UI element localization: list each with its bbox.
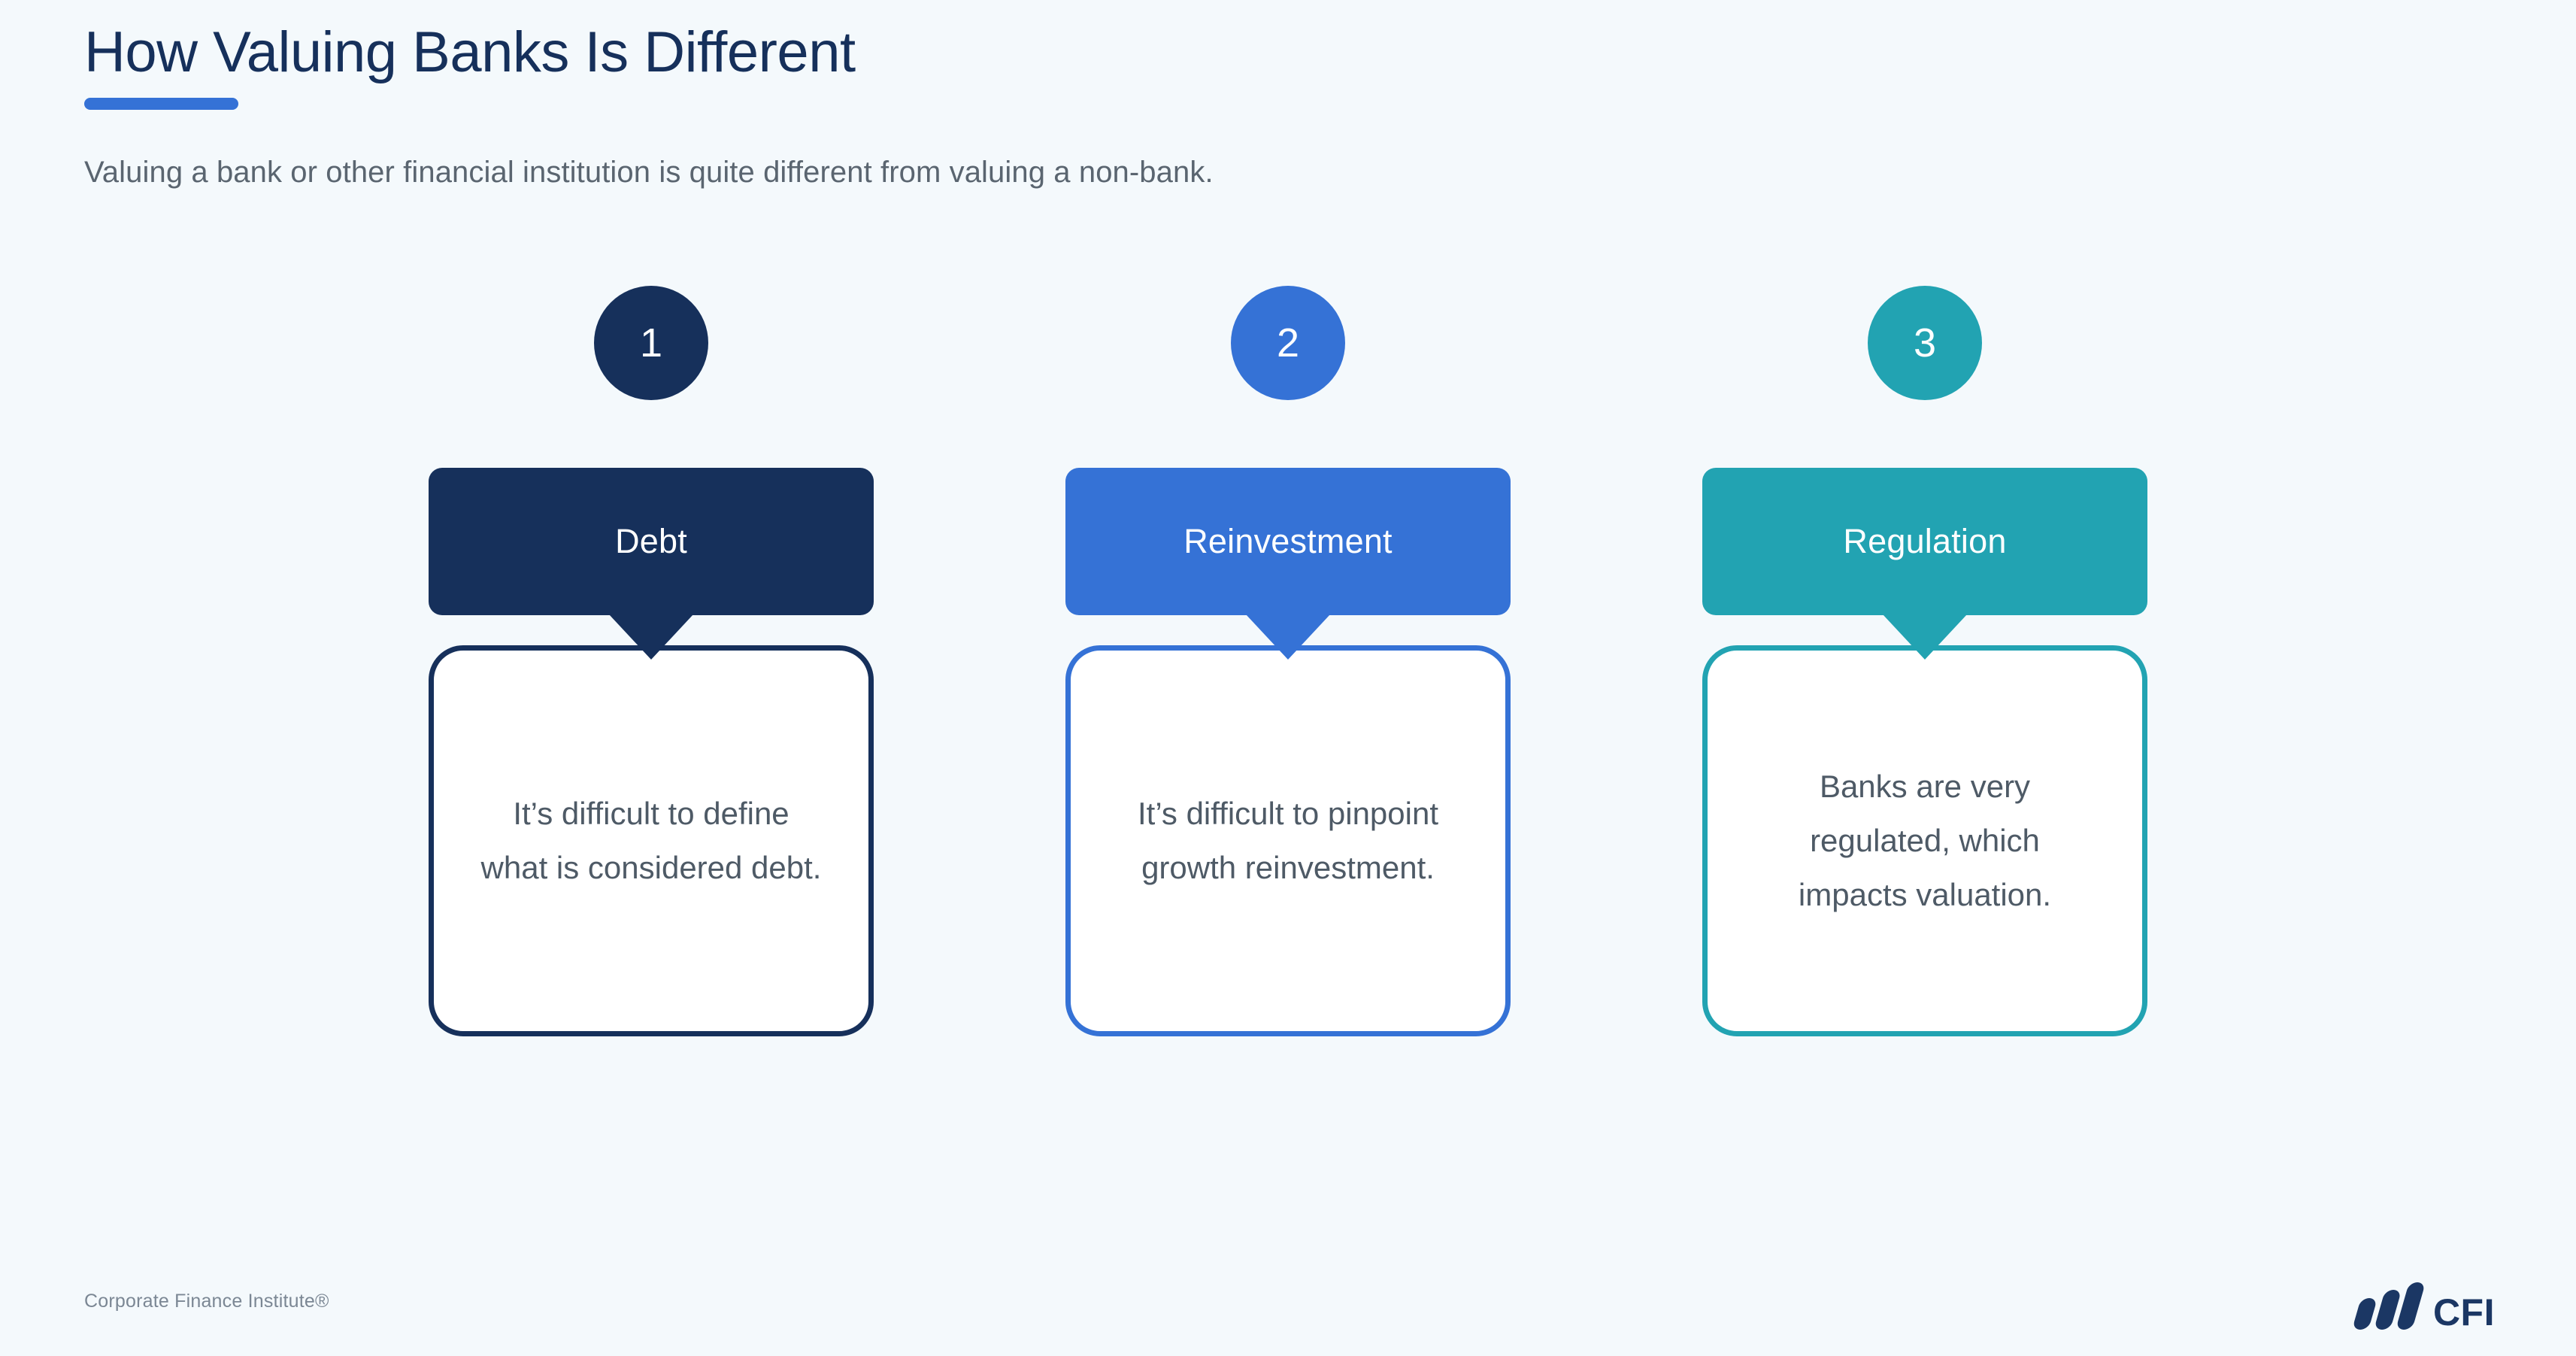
step-number-badge-3: 3 (1868, 286, 1982, 400)
logo-bar-3 (2395, 1282, 2426, 1330)
column-reinvestment: 2 Reinvestment It’s difficult to pinpoin… (1065, 286, 1511, 1036)
page-subtitle: Valuing a bank or other financial instit… (84, 156, 1214, 189)
logo-bar-1 (2351, 1298, 2377, 1330)
banner-tail-icon-3 (1883, 614, 1967, 660)
banner-wrap-2: Reinvestment (1065, 468, 1511, 660)
detail-card-regulation[interactable]: Banks are very regulated, which impacts … (1702, 645, 2147, 1036)
footer-copyright: Corporate Finance Institute® (84, 1291, 329, 1312)
column-debt: 1 Debt It’s difficult to define what is … (429, 286, 874, 1036)
category-banner-reinvestment[interactable]: Reinvestment (1065, 468, 1511, 615)
cfi-logo-mark-icon (2350, 1282, 2426, 1330)
category-banner-debt[interactable]: Debt (429, 468, 874, 615)
step-number-badge-2: 2 (1231, 286, 1345, 400)
cfi-logo-wordmark: CFI (2432, 1291, 2495, 1333)
banner-wrap-1: Debt (429, 468, 874, 660)
cfi-logo: CFI (2350, 1280, 2495, 1333)
detail-card-text-3: Banks are very regulated, which impacts … (1798, 768, 2052, 913)
banner-wrap-3: Regulation (1702, 468, 2147, 660)
detail-card-text-2: It’s difficult to pinpoint growth reinve… (1137, 795, 1439, 885)
columns-container: 1 Debt It’s difficult to define what is … (0, 286, 2576, 1036)
column-regulation: 3 Regulation Banks are very regulated, w… (1702, 286, 2147, 1036)
banner-tail-icon-2 (1246, 614, 1330, 660)
title-accent-bar (84, 97, 238, 110)
step-number-badge-1: 1 (594, 286, 708, 400)
detail-card-text-1: It’s difficult to define what is conside… (480, 795, 822, 885)
banner-tail-icon-1 (609, 614, 693, 660)
detail-card-reinvestment[interactable]: It’s difficult to pinpoint growth reinve… (1065, 645, 1511, 1036)
slide-header: How Valuing Banks Is Different (84, 23, 856, 110)
category-banner-regulation[interactable]: Regulation (1702, 468, 2147, 615)
page-title: How Valuing Banks Is Different (84, 20, 856, 84)
detail-card-debt[interactable]: It’s difficult to define what is conside… (429, 645, 874, 1036)
